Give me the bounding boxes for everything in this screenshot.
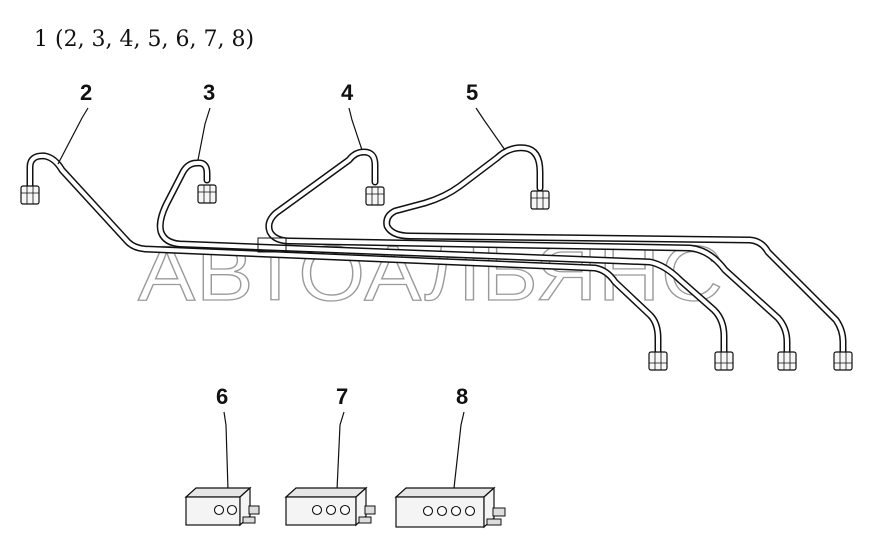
assembly-label: 1 (2, 3, 4, 5, 6, 7, 8) xyxy=(34,27,254,52)
callout-7: 7 xyxy=(336,384,348,409)
clamp-7: 7 xyxy=(284,384,376,527)
pipe-2 xyxy=(26,152,662,356)
callout-6: 6 xyxy=(216,384,228,409)
callout-2: 2 xyxy=(80,80,92,105)
clamp-blocks: 6 7 8 xyxy=(184,384,506,529)
callout-8: 8 xyxy=(456,384,468,409)
pipe-4 xyxy=(265,148,791,356)
union-nuts-bottom xyxy=(648,351,853,371)
clamp-8: 8 xyxy=(394,384,506,529)
union-nuts-top xyxy=(20,184,550,210)
callout-4: 4 xyxy=(341,80,354,105)
pipe-callouts: 2 3 4 5 xyxy=(57,80,506,165)
clamp-6: 6 xyxy=(184,384,260,527)
pipe-bracket xyxy=(257,237,287,253)
pipe-5 xyxy=(383,144,847,356)
pipe-3 xyxy=(156,159,728,356)
callout-3: 3 xyxy=(203,80,215,105)
callout-5: 5 xyxy=(466,80,478,105)
fuel-pipes xyxy=(20,144,853,371)
